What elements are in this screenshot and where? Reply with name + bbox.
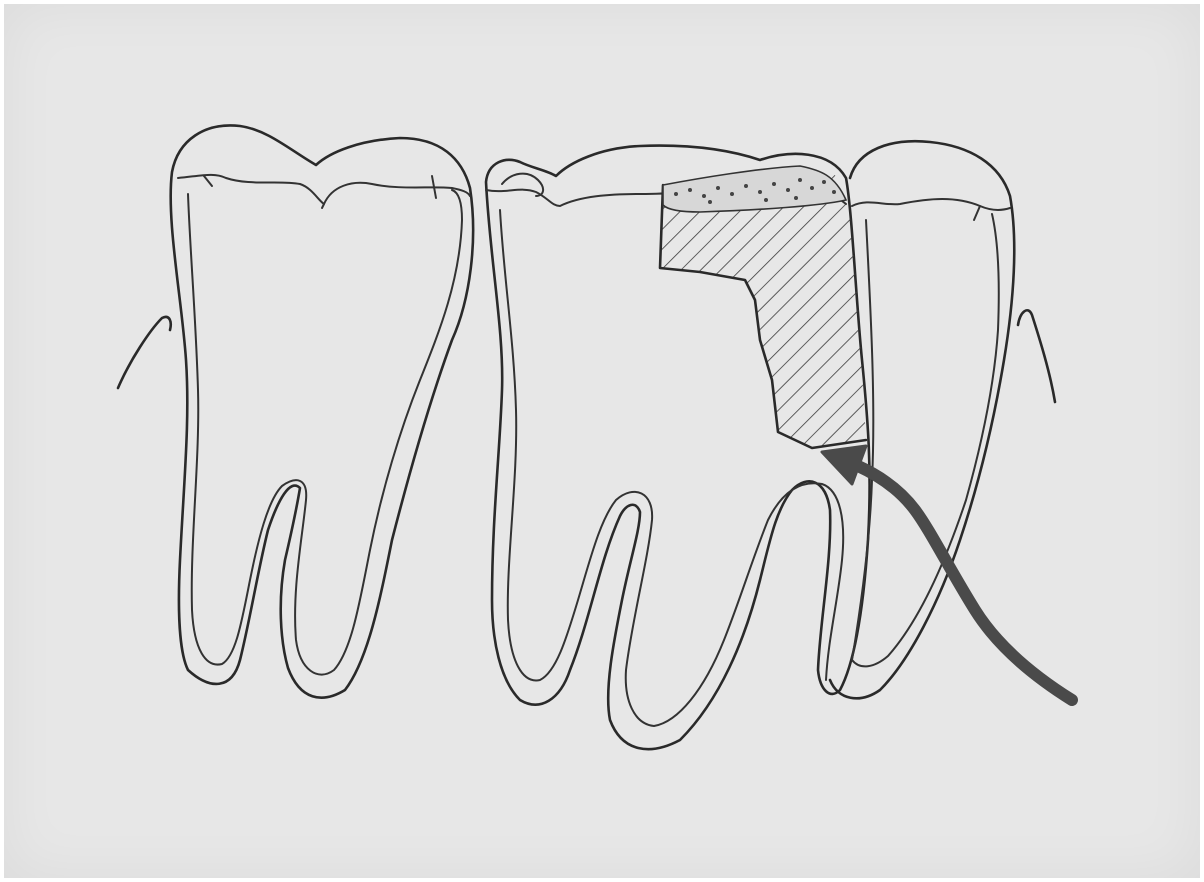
tooth-left-fissure-2	[322, 204, 324, 208]
arrow-head	[822, 446, 866, 484]
tooth-left	[171, 125, 473, 697]
tooth-left-crown-line	[178, 175, 470, 204]
arrow-pointer-icon	[822, 446, 1072, 700]
tooth-left-fissure-1	[204, 176, 212, 186]
tooth-right-crown-line	[852, 199, 1010, 210]
tooth-right-fissure	[974, 206, 980, 220]
tooth-middle	[486, 146, 880, 750]
left-gum-line	[118, 317, 171, 388]
tooth-right-inner	[852, 214, 999, 666]
right-gum-line	[1018, 310, 1055, 402]
tooth-left-outline	[171, 125, 473, 697]
